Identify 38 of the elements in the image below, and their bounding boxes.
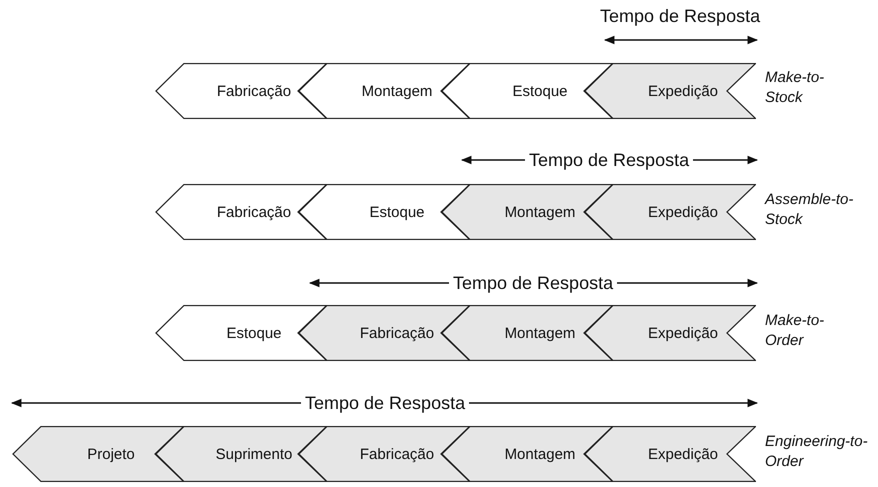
step-label: Fabricação xyxy=(358,324,436,344)
process-step xyxy=(298,426,470,482)
step-label: Estoque xyxy=(368,202,426,222)
process-step xyxy=(12,426,184,482)
process-step xyxy=(155,305,327,361)
step-label: Estoque xyxy=(225,324,283,344)
process-step xyxy=(584,426,756,482)
strategy-label: Make-to-Stock xyxy=(765,68,826,108)
process-step xyxy=(155,63,327,119)
step-label: Estoque xyxy=(511,82,569,102)
step-label: Fabricação xyxy=(358,444,436,464)
step-label: Montagem xyxy=(504,324,576,344)
process-step xyxy=(298,63,470,119)
process-step xyxy=(584,305,756,361)
step-label: Expedição xyxy=(646,444,720,464)
step-label: Expedição xyxy=(646,202,720,222)
step-label: Montagem xyxy=(360,82,434,102)
step-label: Montagem xyxy=(504,444,576,464)
process-step xyxy=(584,184,756,240)
process-step xyxy=(441,63,613,119)
step-label: Suprimento xyxy=(214,444,294,464)
process-step xyxy=(298,305,470,361)
strategy-label: Engineering-to-Order xyxy=(765,432,869,472)
strategy-label: Make-to-Order xyxy=(765,311,826,351)
process-step xyxy=(441,184,613,240)
process-step xyxy=(441,426,613,482)
process-step xyxy=(155,426,327,482)
step-label: Montagem xyxy=(504,202,576,222)
step-label: Projeto xyxy=(86,444,136,464)
process-step xyxy=(441,305,613,361)
step-label: Expedição xyxy=(646,324,720,344)
process-step xyxy=(155,184,327,240)
step-label: Expedição xyxy=(646,82,720,102)
process-step xyxy=(584,63,756,119)
process-step xyxy=(298,184,470,240)
strategy-label: Assemble-to-Stock xyxy=(765,190,854,230)
step-label: Fabricação xyxy=(216,202,292,222)
step-label: Fabricação xyxy=(216,82,292,102)
